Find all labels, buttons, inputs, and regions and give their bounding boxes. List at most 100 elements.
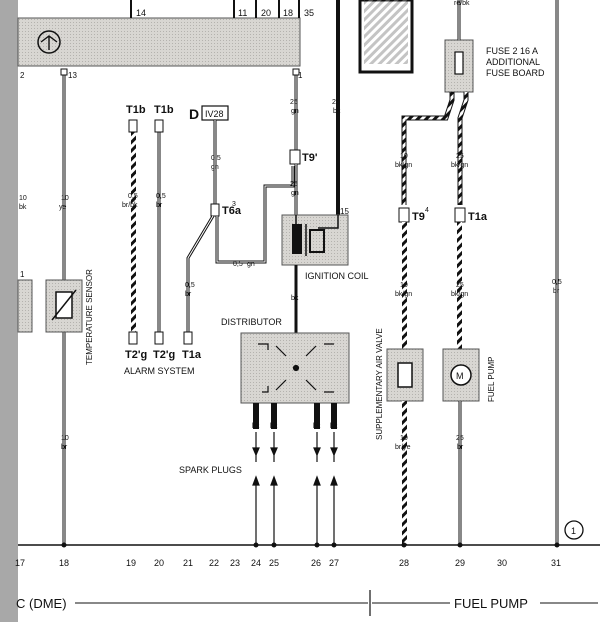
connector-t2g-a: T2'g (125, 349, 147, 361)
col-29: 29 (455, 558, 465, 568)
col-31: 31 (551, 558, 561, 568)
wire-31-size: 0,5 (552, 279, 562, 286)
terminal-2: 2 (20, 71, 25, 80)
wire-28b-size: 10 (400, 282, 408, 289)
distributor-rotor-icon (258, 343, 334, 393)
wire-21-color: br (185, 291, 192, 298)
plug-wire-2: bk (270, 423, 278, 430)
plug-wire-1: bk (252, 423, 260, 430)
fuse-label-3: FUSE BOARD (486, 68, 545, 78)
footer-section-left: C (DME) (16, 596, 67, 611)
plug-wire-4: bk (330, 423, 338, 430)
wire-18b-color: br (61, 444, 68, 451)
page-edge-bar (0, 0, 18, 622)
col-28: 28 (399, 558, 409, 568)
connector-t9-1: T9' (302, 152, 318, 164)
connector-t2g-b: T2'g (153, 349, 175, 361)
reference-circle-label: 1 (571, 526, 576, 536)
col-23: 23 (230, 558, 240, 568)
connector-t9-4-sup: 4 (425, 207, 429, 214)
wire-25b-size: 25 (290, 181, 298, 188)
col-27: 27 (329, 558, 339, 568)
connector-t6a-sup: 3 (232, 201, 236, 208)
reference-circle (564, 520, 584, 540)
alarm-system-label: ALARM SYSTEM (124, 366, 195, 376)
wire-29b-color: bk/gn (451, 291, 468, 298)
wire-29c-color: br (457, 444, 464, 451)
wire-28b-color: bk/gn (395, 291, 412, 298)
ground-dots (61, 542, 560, 548)
wire-28-size: 10 (400, 153, 408, 160)
col-30: 30 (497, 558, 507, 568)
top-right-wire-color: re/bk (454, 0, 470, 7)
wire-col-28-upper (401, 92, 455, 205)
spark-plugs-label: SPARK PLUGS (179, 465, 242, 475)
col-19: 19 (126, 558, 136, 568)
top-num-20: 20 (261, 8, 271, 18)
connector-d-box-label: IV28 (205, 109, 224, 119)
motor-icon (450, 364, 472, 386)
fuse-icon (454, 51, 464, 75)
terminal-15: 15 (340, 207, 349, 216)
wire-20-color: br (156, 202, 163, 209)
wire-g-color: gn (247, 261, 255, 268)
wire-col-29-mid (457, 222, 462, 349)
col-18: 18 (59, 558, 69, 568)
connector-t9-4: T9 (412, 211, 425, 223)
top-num-35: 35 (304, 8, 314, 18)
wire-31-color: br (553, 288, 560, 295)
terminal-1-left: 1 (20, 270, 25, 279)
heater-element-icon (397, 362, 413, 388)
spark-plug-leads (253, 403, 337, 429)
control-unit-block (17, 17, 301, 67)
fuel-pump-motor-label: M (456, 371, 464, 381)
distributor-label: DISTRIBUTOR (221, 317, 282, 327)
top-num-11: 11 (238, 8, 247, 18)
wire-18b-size: 10 (61, 435, 69, 442)
wire-18-color: ye (59, 204, 67, 211)
wire-bk-size: 25 (332, 99, 340, 106)
col-26: 26 (311, 558, 321, 568)
wire-18-size: 10 (61, 195, 69, 202)
fuse-label-1: FUSE 2 16 A (486, 46, 538, 56)
coil-winding-icon (292, 215, 339, 256)
ignition-coil-label: IGNITION COIL (305, 271, 369, 281)
col-22: 22 (209, 558, 219, 568)
col-20: 20 (154, 558, 164, 568)
fuse-label-2: ADDITIONAL (486, 57, 540, 67)
top-num-14: 14 (136, 8, 146, 18)
col-24: 24 (251, 558, 261, 568)
wire-g-size: 0,5 (233, 261, 243, 268)
wire-bk-color: bk (333, 108, 341, 115)
connector-t1b-a: T1b (126, 104, 146, 116)
wire-21-size: 0,5 (185, 282, 195, 289)
left-partial-component (17, 279, 33, 333)
wire-left-color: bk (19, 204, 27, 211)
relay-box-outline (358, 0, 414, 74)
col-21: 21 (183, 558, 193, 568)
wire-29c-size: 25 (456, 435, 464, 442)
connector-t6a: T6a (222, 205, 242, 217)
wire-col-19 (131, 122, 136, 332)
wire-coil-out-color: bk (291, 295, 299, 302)
footer-section-right: FUEL PUMP (454, 596, 528, 611)
wire-19-size: 0,5 (128, 193, 138, 200)
connector-t1a-right: T1a (468, 211, 488, 223)
wire-25b-color: gn (291, 190, 299, 197)
fuel-pump-label: FUEL PUMP (487, 357, 496, 403)
top-num-18: 18 (283, 8, 293, 18)
wire-19-color: br/bk (122, 202, 138, 209)
spark-plug-symbols (252, 432, 338, 545)
wire-28c-color: br/ye (395, 444, 411, 451)
wire-col-28-mid (402, 222, 407, 349)
wire-col-28-lower (402, 401, 407, 545)
wire-d-color: gn (211, 164, 219, 171)
col-17: 17 (15, 558, 25, 568)
wire-29-size: 25 (456, 153, 464, 160)
supplementary-air-valve-label: SUPPLEMENTARY AIR VALVE (375, 328, 384, 440)
terminal-13: 13 (68, 71, 77, 80)
wire-left-size: 10 (19, 195, 27, 202)
wire-d-size: 0,5 (211, 155, 221, 162)
